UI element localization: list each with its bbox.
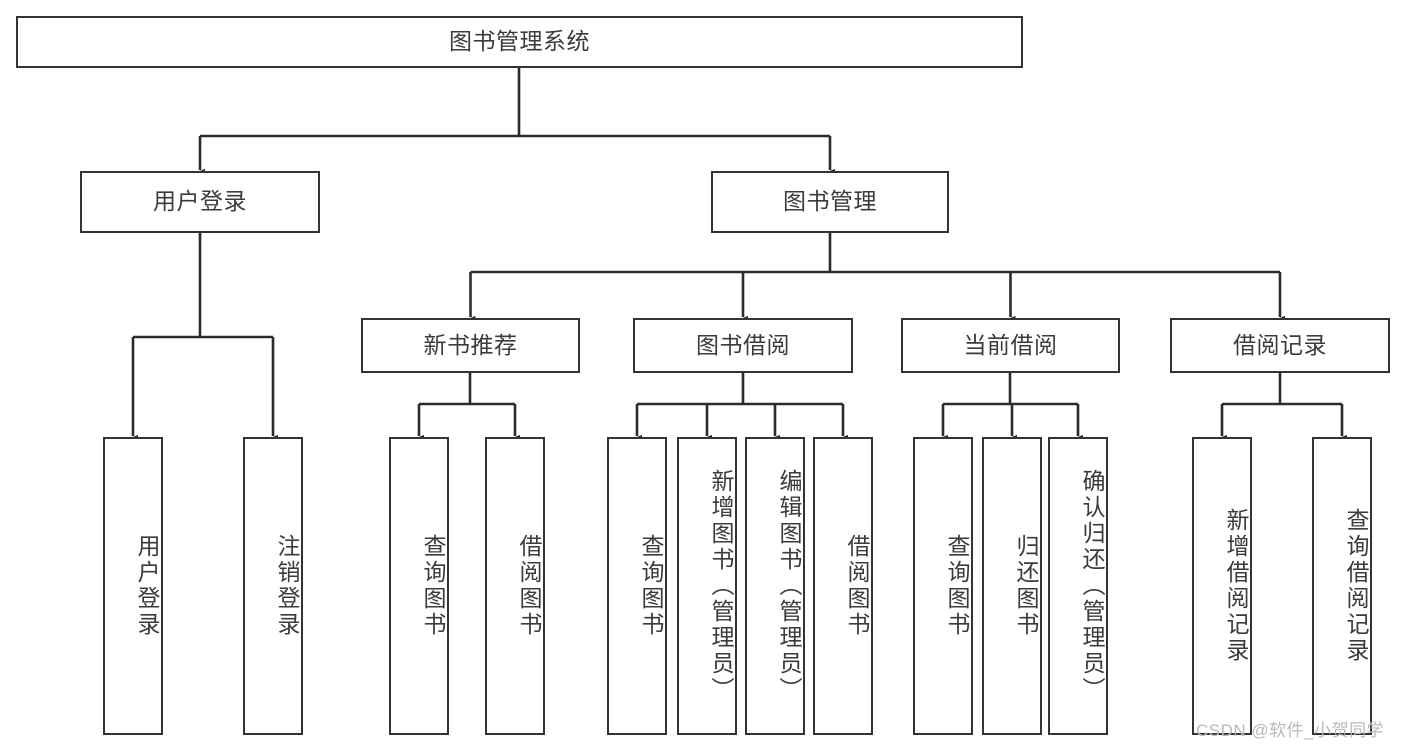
node-label: 图书借阅 bbox=[696, 331, 790, 358]
node-label: 查询借阅记录 bbox=[1343, 508, 1369, 664]
csdn-watermark: CSDN @软件_小贺同学 bbox=[1196, 721, 1385, 740]
node-label: 查询图书 bbox=[638, 534, 664, 638]
node-label: 当前借阅 bbox=[963, 331, 1058, 358]
node-label: 借阅记录 bbox=[1233, 331, 1327, 358]
node-label: 借阅图书 bbox=[844, 534, 870, 638]
node-borrow-record[interactable]: 借阅记录 bbox=[1170, 318, 1390, 373]
node-book-manage[interactable]: 图书管理 bbox=[711, 171, 949, 233]
node-book-borrow[interactable]: 图书借阅 bbox=[633, 318, 853, 373]
node-label: 查询图书 bbox=[944, 534, 970, 638]
node-label: 用户登录 bbox=[153, 188, 247, 215]
node-leaf-confirm-return[interactable]: 确认归还（管理员） bbox=[1048, 437, 1108, 735]
node-leaf-borrow-book-recommend[interactable]: 借阅图书 bbox=[485, 437, 545, 735]
node-root[interactable]: 图书管理系统 bbox=[16, 16, 1023, 68]
node-current-borrow[interactable]: 当前借阅 bbox=[901, 318, 1120, 373]
node-leaf-query-borrow-record[interactable]: 查询借阅记录 bbox=[1312, 437, 1372, 735]
node-leaf-user-logout[interactable]: 注销登录 bbox=[243, 437, 303, 735]
node-label: 新增借阅记录 bbox=[1223, 508, 1249, 664]
node-leaf-query-book-borrow[interactable]: 查询图书 bbox=[607, 437, 667, 735]
node-user-login[interactable]: 用户登录 bbox=[80, 171, 320, 233]
node-leaf-user-login[interactable]: 用户登录 bbox=[103, 437, 163, 735]
node-label: 借阅图书 bbox=[516, 534, 542, 638]
node-label: 查询图书 bbox=[420, 534, 446, 638]
node-leaf-query-book-recommend[interactable]: 查询图书 bbox=[389, 437, 449, 735]
node-label: 图书管理 bbox=[783, 188, 877, 215]
node-leaf-borrow-book[interactable]: 借阅图书 bbox=[813, 437, 873, 735]
node-leaf-add-book[interactable]: 新增图书（管理员） bbox=[677, 437, 737, 735]
node-label: 用户登录 bbox=[134, 534, 160, 638]
node-leaf-edit-book[interactable]: 编辑图书（管理员） bbox=[745, 437, 805, 735]
node-label: 归还图书 bbox=[1013, 534, 1039, 638]
node-leaf-query-book-current[interactable]: 查询图书 bbox=[913, 437, 973, 735]
node-label: 编辑图书（管理员） bbox=[776, 469, 802, 703]
node-leaf-add-borrow-record[interactable]: 新增借阅记录 bbox=[1192, 437, 1252, 735]
node-leaf-return-book[interactable]: 归还图书 bbox=[982, 437, 1042, 735]
node-label: 图书管理系统 bbox=[449, 28, 590, 55]
node-label: 确认归还（管理员） bbox=[1079, 469, 1105, 703]
node-label: 新书推荐 bbox=[423, 331, 518, 358]
node-label: 新增图书（管理员） bbox=[708, 469, 734, 703]
node-label: 注销登录 bbox=[274, 534, 300, 638]
node-new-book-recommend[interactable]: 新书推荐 bbox=[361, 318, 580, 373]
